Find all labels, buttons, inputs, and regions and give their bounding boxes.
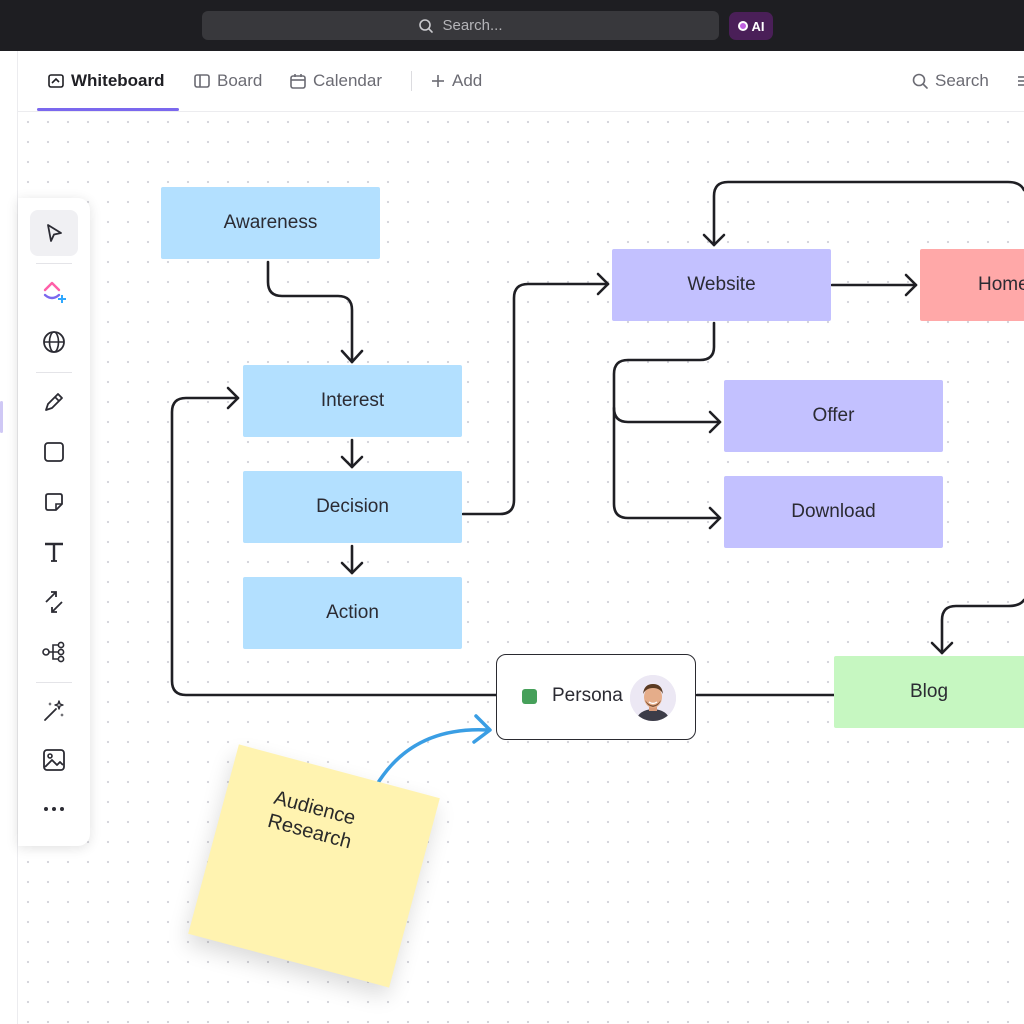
connector-tool[interactable]	[30, 579, 78, 625]
mind-map-tool[interactable]	[30, 629, 78, 675]
text-tool[interactable]	[30, 529, 78, 575]
view-tab-bar: Whiteboard Board Calendar Add Search	[0, 51, 1024, 112]
pen-tool[interactable]	[30, 379, 78, 425]
pen-icon	[45, 393, 63, 411]
node-download-label: Download	[791, 501, 876, 522]
toolbar-divider	[36, 263, 72, 264]
clickup-add-tool[interactable]	[30, 269, 78, 315]
plus-icon	[432, 75, 444, 87]
node-offer-label: Offer	[812, 405, 855, 426]
whiteboard-canvas[interactable]	[18, 112, 1024, 1024]
tab-divider	[411, 71, 412, 91]
shape-tool[interactable]	[30, 429, 78, 475]
node-interest[interactable]: Interest	[243, 365, 462, 437]
whiteboard-icon	[48, 74, 64, 88]
mind-map-icon	[42, 641, 65, 663]
person-avatar-icon	[630, 675, 676, 721]
node-decision-label: Decision	[316, 496, 389, 517]
header-search-label: Search	[935, 71, 989, 90]
rectangle-icon	[44, 442, 64, 462]
node-action[interactable]: Action	[243, 577, 462, 649]
embed-web-tool[interactable]	[30, 319, 78, 365]
node-download[interactable]: Download	[724, 476, 943, 548]
node-home[interactable]: Home	[920, 249, 1024, 321]
toolbar-divider	[36, 372, 72, 373]
more-tools-button[interactable]	[30, 786, 78, 832]
node-home-label: Home	[978, 274, 1024, 295]
more-horizontal-icon	[44, 807, 64, 811]
persona-avatar	[630, 675, 676, 721]
customize-icon	[1018, 76, 1024, 86]
tab-calendar-label: Calendar	[313, 71, 382, 90]
collapsed-sidebar	[0, 51, 18, 1024]
persona-card[interactable]: Persona	[496, 654, 696, 740]
node-blog[interactable]: Blog	[834, 656, 1024, 728]
node-interest-label: Interest	[320, 390, 385, 411]
persona-status-dot	[522, 689, 537, 704]
tab-board-label: Board	[217, 71, 263, 90]
persona-label: Persona	[552, 685, 623, 706]
active-tab-indicator	[37, 108, 179, 111]
image-icon	[43, 749, 65, 771]
sticky-note-icon	[45, 493, 63, 511]
sticky-note-text: Audience Research	[265, 786, 358, 854]
ai-button[interactable]: AI	[729, 12, 773, 40]
select-tool[interactable]	[30, 210, 78, 256]
calendar-icon	[290, 74, 306, 89]
node-action-label: Action	[326, 602, 379, 623]
globe-icon	[43, 331, 65, 353]
search-icon	[419, 18, 434, 33]
board-icon	[194, 74, 210, 88]
global-search-input[interactable]: Search...	[202, 11, 719, 40]
tab-whiteboard[interactable]: Whiteboard	[47, 51, 165, 111]
node-offer[interactable]: Offer	[724, 380, 943, 452]
text-icon	[45, 542, 63, 562]
clickup-logo-add-icon	[43, 281, 66, 303]
sticky-note-tool[interactable]	[30, 479, 78, 525]
connector-arrows-icon	[45, 591, 63, 613]
tab-board[interactable]: Board	[193, 51, 262, 111]
cursor-icon	[47, 224, 62, 242]
customize-button[interactable]	[1016, 51, 1024, 111]
ai-icon	[737, 21, 748, 31]
sidebar-highlight	[0, 401, 3, 433]
node-awareness-label: Awareness	[223, 212, 318, 233]
magic-wand-icon	[44, 700, 64, 721]
tab-whiteboard-label: Whiteboard	[71, 71, 165, 90]
node-blog-label: Blog	[909, 681, 949, 702]
header-search-button[interactable]: Search	[911, 51, 989, 111]
tab-add-label: Add	[452, 71, 483, 90]
node-website[interactable]: Website	[612, 249, 831, 321]
search-icon	[912, 73, 928, 89]
image-tool[interactable]	[30, 737, 78, 783]
node-awareness[interactable]: Awareness	[161, 187, 380, 259]
tab-add[interactable]: Add	[430, 51, 482, 111]
tab-calendar[interactable]: Calendar	[289, 51, 382, 111]
toolbar-divider	[36, 682, 72, 683]
top-bar: Search... AI	[0, 0, 1024, 51]
ai-generate-tool[interactable]	[30, 688, 78, 734]
node-website-label: Website	[687, 274, 756, 295]
global-search-placeholder: Search...	[442, 17, 503, 34]
node-decision[interactable]: Decision	[243, 471, 462, 543]
ai-button-label: AI	[751, 18, 765, 34]
whiteboard-toolbar	[18, 198, 90, 846]
